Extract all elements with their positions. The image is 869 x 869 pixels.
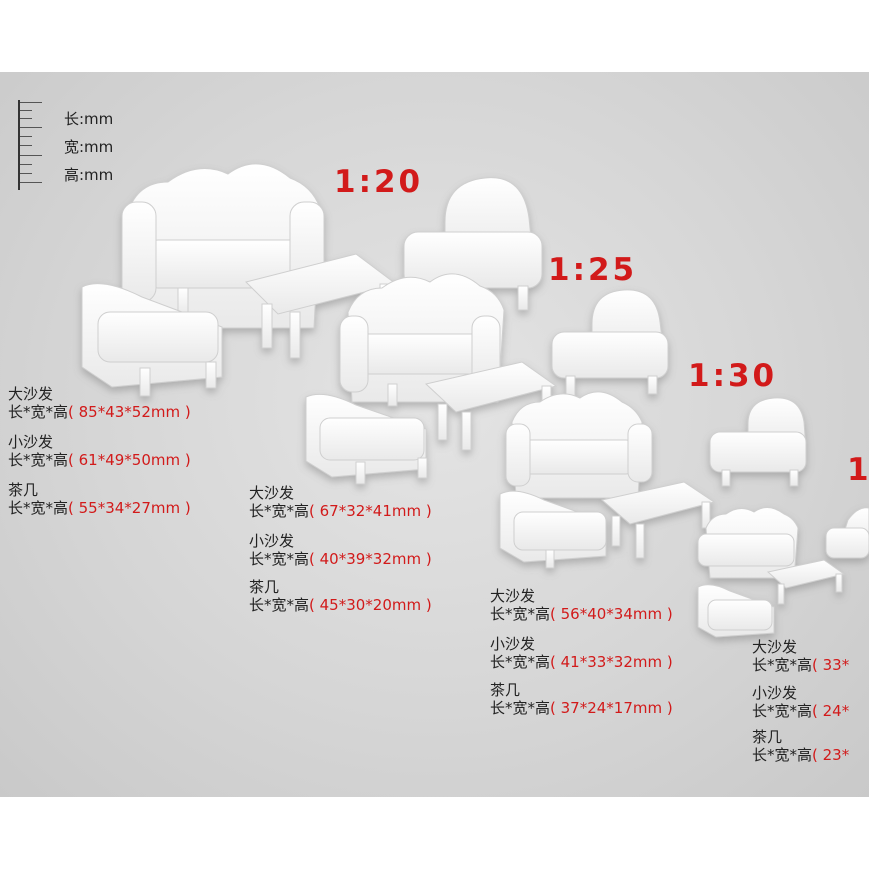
table-dim-label: 长*宽*高 [490, 699, 551, 717]
table-dim-value: ( 37*24*17mm ) [550, 699, 673, 717]
small-sofa-name: 小沙发 [490, 635, 536, 653]
table-dim-label: 长*宽*高 [249, 596, 310, 614]
small-sofa-dim-label: 长*宽*高 [8, 451, 69, 469]
table-dim-value: ( 45*30*20mm ) [309, 596, 432, 614]
table-dim-value: ( 55*34*27mm ) [68, 499, 191, 517]
big-sofa-name: 大沙发 [8, 385, 54, 403]
scale-label-1-25: 1:25 [548, 252, 638, 288]
small-sofa-1-30 [499, 490, 607, 569]
small-sofa-dim-value: ( 41*33*32mm ) [550, 653, 673, 671]
small-sofa-smallest [697, 584, 775, 638]
legend-height: 高:mm [64, 166, 114, 184]
table-smallest [766, 559, 846, 605]
big-sofa-dim-label: 长*宽*高 [490, 605, 551, 623]
small-sofa-dim-label: 长*宽*高 [752, 702, 813, 720]
scale-label-partial: 1 [847, 452, 869, 488]
big-sofa-name: 大沙发 [752, 638, 798, 656]
armchair-1-30 [709, 397, 807, 487]
small-sofa-dim-value: ( 61*49*50mm ) [68, 451, 191, 469]
big-sofa-dim-label: 长*宽*高 [8, 403, 69, 421]
small-sofa-1-20 [81, 283, 223, 397]
furniture-illustration [81, 163, 869, 638]
big-sofa-smallest [697, 507, 799, 579]
table-name: 茶几 [249, 578, 280, 596]
armchair-1-25 [551, 289, 669, 397]
legend-width: 宽:mm [64, 138, 114, 156]
table-dim-label: 长*宽*高 [8, 499, 69, 517]
table-name: 茶几 [752, 728, 783, 746]
table-dim-label: 长*宽*高 [752, 746, 813, 764]
dimensions-1-30: 大沙发 长*宽*高( 56*40*34mm ) 小沙发 长*宽*高( 41*33… [490, 587, 673, 717]
scale-label-1-20: 1:20 [334, 164, 424, 200]
dimensions-smallest: 大沙发 长*宽*高( 33* 小沙发 长*宽*高( 24* 茶几 长*宽*高( … [752, 638, 849, 764]
small-sofa-name: 小沙发 [752, 684, 798, 702]
big-sofa-dim-label: 长*宽*高 [752, 656, 813, 674]
big-sofa-dim-value: ( 33* [812, 656, 850, 674]
small-sofa-dim-label: 长*宽*高 [490, 653, 551, 671]
big-sofa-dim-label: 长*宽*高 [249, 502, 310, 520]
big-sofa-1-25 [339, 273, 505, 407]
big-sofa-dim-value: ( 56*40*34mm ) [550, 605, 673, 623]
table-dim-value: ( 23* [812, 746, 850, 764]
small-sofa-dim-label: 长*宽*高 [249, 550, 310, 568]
armchair-smallest [825, 507, 869, 559]
small-sofa-dim-value: ( 24* [812, 702, 850, 720]
small-sofa-name: 小沙发 [249, 532, 295, 550]
big-sofa-1-30 [505, 391, 653, 499]
scale-label-1-30: 1:30 [688, 358, 778, 394]
table-name: 茶几 [490, 681, 521, 699]
dimensions-1-20: 大沙发 长*宽*高( 85*43*52mm ) 小沙发 长*宽*高( 61*49… [8, 385, 191, 517]
legend-length: 长:mm [64, 110, 114, 128]
table-name: 茶几 [8, 481, 39, 499]
big-sofa-name: 大沙发 [490, 587, 536, 605]
small-sofa-1-25 [305, 393, 428, 485]
ruler-icon [18, 100, 52, 190]
dimensions-1-25: 大沙发 长*宽*高( 67*32*41mm ) 小沙发 长*宽*高( 40*39… [249, 484, 432, 614]
small-sofa-name: 小沙发 [8, 433, 54, 451]
big-sofa-name: 大沙发 [249, 484, 295, 502]
product-photo: 长:mm 宽:mm 高:mm [0, 72, 869, 797]
small-sofa-dim-value: ( 40*39*32mm ) [309, 550, 432, 568]
big-sofa-dim-value: ( 85*43*52mm ) [68, 403, 191, 421]
armchair-1-20 [403, 177, 543, 313]
table-1-30 [600, 481, 716, 559]
big-sofa-dim-value: ( 67*32*41mm ) [309, 502, 432, 520]
